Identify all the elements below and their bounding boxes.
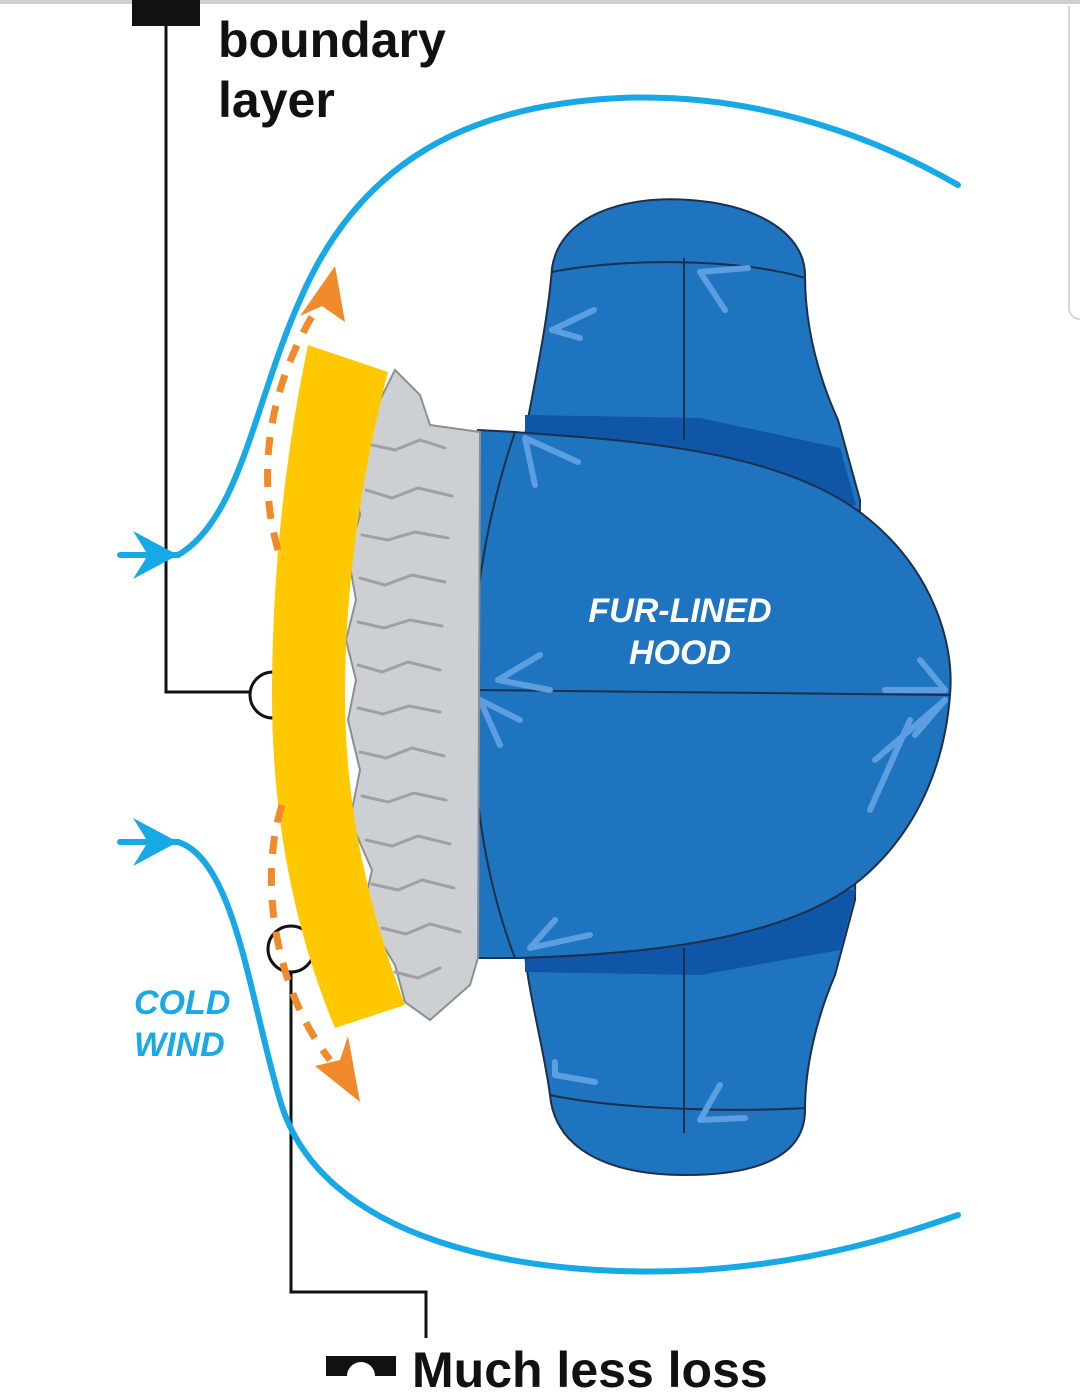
flow-arrowhead-down [315, 1036, 360, 1102]
wind-label-line-1: COLD [134, 982, 230, 1024]
wind-label: COLD WIND [134, 982, 230, 1066]
callout-top-line-1: boundary [218, 10, 446, 70]
wind-arrowheads [133, 531, 178, 866]
hood-label-line-1: FUR-LINED [570, 590, 790, 632]
flow-arrowhead-up [300, 266, 345, 322]
hood-label-line-2: HOOD [570, 632, 790, 674]
hood [430, 199, 951, 1175]
callout-top-badge [132, 0, 200, 26]
callout-top-line-2: layer [218, 70, 446, 130]
callout-bottom-label: Much less loss [412, 1340, 768, 1400]
callout-top-label: boundary layer [218, 10, 446, 130]
wind-label-line-2: WIND [134, 1024, 230, 1066]
hood-label: FUR-LINED HOOD [570, 590, 790, 674]
